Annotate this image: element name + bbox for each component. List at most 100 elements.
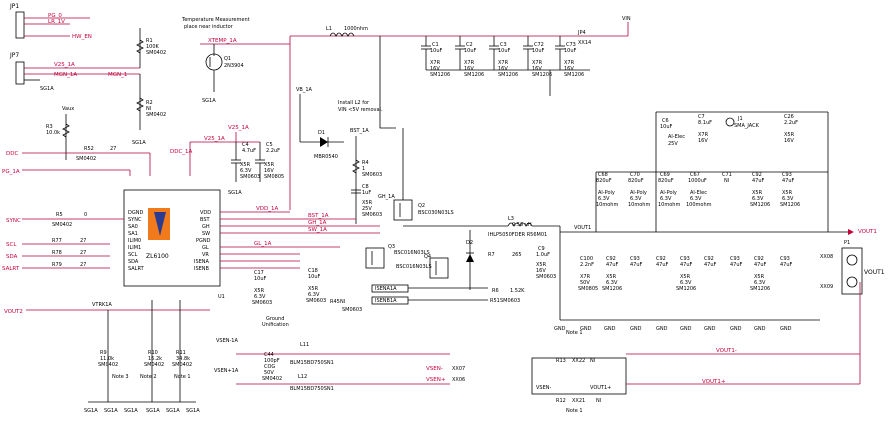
svg-text:SM0402: SM0402 — [146, 112, 166, 118]
svg-text:16V: 16V — [430, 66, 440, 72]
svg-text:Q1: Q1 — [224, 56, 231, 62]
svg-text:PGND: PGND — [196, 238, 211, 244]
svg-text:R45: R45 — [330, 299, 340, 305]
svg-text:Q2: Q2 — [418, 203, 425, 209]
svg-text:NI: NI — [146, 106, 151, 112]
svg-text:R78: R78 — [52, 250, 62, 256]
svg-text:VOUT1: VOUT1 — [858, 229, 877, 235]
svg-text:NI: NI — [590, 358, 595, 364]
svg-text:BST_1A: BST_1A — [308, 213, 329, 219]
svg-text:16.2k: 16.2k — [148, 356, 162, 362]
svg-text:2.2nF: 2.2nF — [580, 262, 594, 268]
svg-text:SM0603: SM0603 — [536, 274, 556, 280]
svg-text:C26: C26 — [784, 114, 794, 120]
bottom-resistors: R9 11.0k SM0402 R10 16.2k SM0402 R11 34.… — [84, 300, 200, 414]
svg-text:10uF: 10uF — [308, 274, 321, 280]
svg-text:1000uF: 1000uF — [688, 178, 707, 184]
svg-text:GND: GND — [656, 326, 668, 332]
svg-text:R5: R5 — [56, 212, 63, 218]
svg-text:NI: NI — [340, 299, 345, 305]
svg-text:SM0402: SM0402 — [52, 222, 72, 228]
svg-text:10uF: 10uF — [532, 48, 545, 54]
svg-text:SM0805: SM0805 — [578, 286, 598, 292]
svg-text:1: 1 — [362, 166, 365, 172]
svg-text:0.56 uH: 0.56 uH — [512, 222, 532, 228]
svg-text:SCL: SCL — [128, 252, 138, 258]
svg-text:C93: C93 — [630, 256, 640, 262]
svg-text:1uF: 1uF — [362, 190, 371, 196]
svg-text:R3: R3 — [46, 124, 53, 130]
lr1v-net: LR_1V — [48, 19, 65, 25]
svg-text:X5R: X5R — [752, 190, 763, 196]
svg-text:C73: C73 — [566, 42, 576, 48]
svg-text:SW_1A: SW_1A — [308, 227, 327, 233]
svg-text:Q3: Q3 — [388, 244, 395, 250]
svg-text:R52: R52 — [84, 146, 94, 152]
svg-text:Install L2 for: Install L2 for — [338, 100, 370, 106]
svg-text:L3: L3 — [508, 216, 514, 222]
svg-text:VB_1A: VB_1A — [296, 87, 313, 93]
svg-text:X5R: X5R — [606, 274, 617, 280]
svg-text:6.3V: 6.3V — [598, 196, 610, 202]
svg-text:L12: L12 — [298, 374, 307, 380]
ic-u1-zl6100: ZL6100 U1 DGND SYNC SA0 SA1 ILIM0 ILIM1 … — [123, 189, 380, 300]
svg-text:L11: L11 — [300, 342, 309, 348]
svg-text:GND: GND — [704, 326, 716, 332]
svg-text:820uF: 820uF — [596, 178, 612, 184]
svg-text:IHLP5050FDER R56M01: IHLP5050FDER R56M01 — [488, 232, 547, 238]
svg-text:16V: 16V — [564, 66, 574, 72]
svg-text:C93: C93 — [680, 256, 690, 262]
svg-text:C93: C93 — [730, 256, 740, 262]
svg-text:1.52K: 1.52K — [510, 288, 525, 294]
output-terminal-p1: P1 VOUT1 XX08 XX09 — [820, 240, 885, 295]
svg-text:GH_1A: GH_1A — [378, 194, 395, 200]
vsen-network: VSEN- VSEN+ XX07 XX06 R13 XX22 NI VSEN- … — [426, 282, 861, 414]
svg-text:6.3V: 6.3V — [680, 280, 692, 286]
svg-text:C69: C69 — [660, 172, 670, 178]
svg-text:47uF: 47uF — [782, 178, 795, 184]
svg-text:C71: C71 — [722, 172, 732, 178]
svg-text:C93: C93 — [780, 256, 790, 262]
svg-text:16V: 16V — [498, 66, 508, 72]
svg-text:50V: 50V — [580, 280, 590, 286]
svg-text:SA1: SA1 — [128, 231, 138, 237]
install-l2-note: Install L2 for VIN <5V removal. — [338, 36, 396, 129]
svg-text:SCL: SCL — [6, 242, 17, 248]
svg-text:25V: 25V — [362, 206, 372, 212]
svg-text:SG1A: SG1A — [124, 408, 138, 414]
svg-text:C7: C7 — [698, 114, 705, 120]
svg-text:DDC_1A: DDC_1A — [170, 149, 193, 155]
svg-text:R51: R51 — [490, 298, 500, 304]
mosfet-q3: Q3 BSC016N03LS — [365, 244, 430, 269]
svg-text:SG1A: SG1A — [84, 408, 98, 414]
svg-text:GND: GND — [780, 326, 792, 332]
svg-text:R1: R1 — [146, 38, 153, 44]
svg-text:47uF: 47uF — [606, 262, 619, 268]
svg-text:R77: R77 — [52, 238, 62, 244]
mgn1-net: MGN_1 — [108, 72, 127, 78]
svg-text:X7R: X7R — [430, 60, 441, 66]
svg-text:Unification: Unification — [262, 322, 289, 328]
svg-text:Note 1: Note 1 — [566, 330, 583, 336]
svg-text:ISENA1A: ISENA1A — [375, 286, 397, 292]
svg-text:C92: C92 — [606, 256, 616, 262]
svg-text:6.3V: 6.3V — [630, 196, 642, 202]
svg-text:8.1uF: 8.1uF — [698, 120, 712, 126]
svg-text:SM0402: SM0402 — [262, 376, 282, 382]
svg-text:VOUT1+: VOUT1+ — [702, 379, 726, 385]
svg-text:R13: R13 — [556, 358, 566, 364]
svg-text:6.3V: 6.3V — [240, 168, 252, 174]
svg-text:SYNC: SYNC — [6, 218, 21, 224]
r2-resistor: R2 NI SM0402 SG1A — [132, 74, 166, 146]
svg-text:820uF: 820uF — [628, 178, 644, 184]
svg-text:SM0603: SM0603 — [362, 172, 382, 178]
svg-text:C6: C6 — [662, 118, 669, 124]
svg-text:SDA: SDA — [128, 259, 139, 265]
svg-text:X5R: X5R — [754, 274, 765, 280]
svg-text:10uF: 10uF — [660, 124, 673, 130]
svg-text:SM1206: SM1206 — [750, 286, 770, 292]
svg-text:Al-Elec: Al-Elec — [668, 134, 685, 140]
svg-text:6.3V: 6.3V — [606, 280, 618, 286]
